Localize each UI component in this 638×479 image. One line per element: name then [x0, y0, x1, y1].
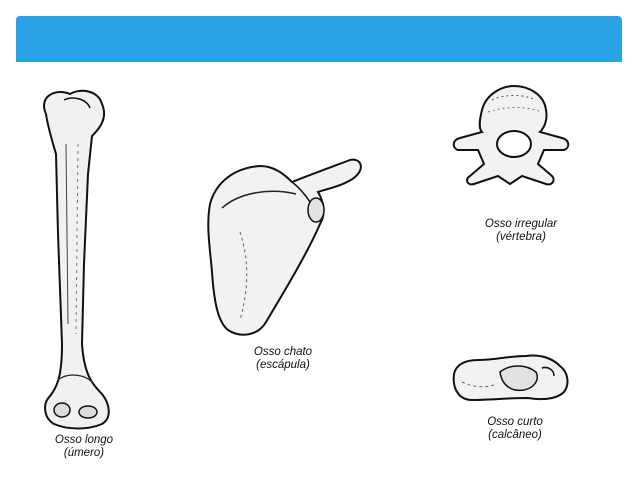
header-bar [16, 16, 622, 62]
vertebra-bone-icon [452, 84, 570, 186]
calcaneus-caption: Osso curto (calcâneo) [472, 416, 558, 442]
humerus-caption: Osso longo (úmero) [44, 434, 124, 460]
bone-type-label: Osso longo [54, 434, 114, 446]
calcaneus-illustration [448, 352, 572, 404]
scapula-caption: Osso chato (escápula) [242, 346, 324, 372]
vertebra-illustration [448, 84, 574, 188]
bone-type-label: Osso chato [253, 346, 313, 358]
scapula-bone-icon [207, 158, 362, 336]
scapula-illustration [200, 152, 366, 340]
humerus-bone-icon [43, 89, 110, 430]
bone-example-label: (escápula) [256, 359, 310, 371]
vertebra-caption: Osso irregular (vértebra) [472, 218, 570, 244]
bone-type-label: Osso irregular [484, 218, 558, 230]
humerus-illustration [28, 84, 128, 434]
bone-example-label: (vértebra) [496, 231, 546, 243]
calcaneus-bone-icon [452, 354, 569, 402]
bone-example-label: (calcâneo) [488, 429, 542, 441]
bone-example-label: (úmero) [63, 447, 105, 459]
bone-type-label: Osso curto [487, 416, 543, 428]
